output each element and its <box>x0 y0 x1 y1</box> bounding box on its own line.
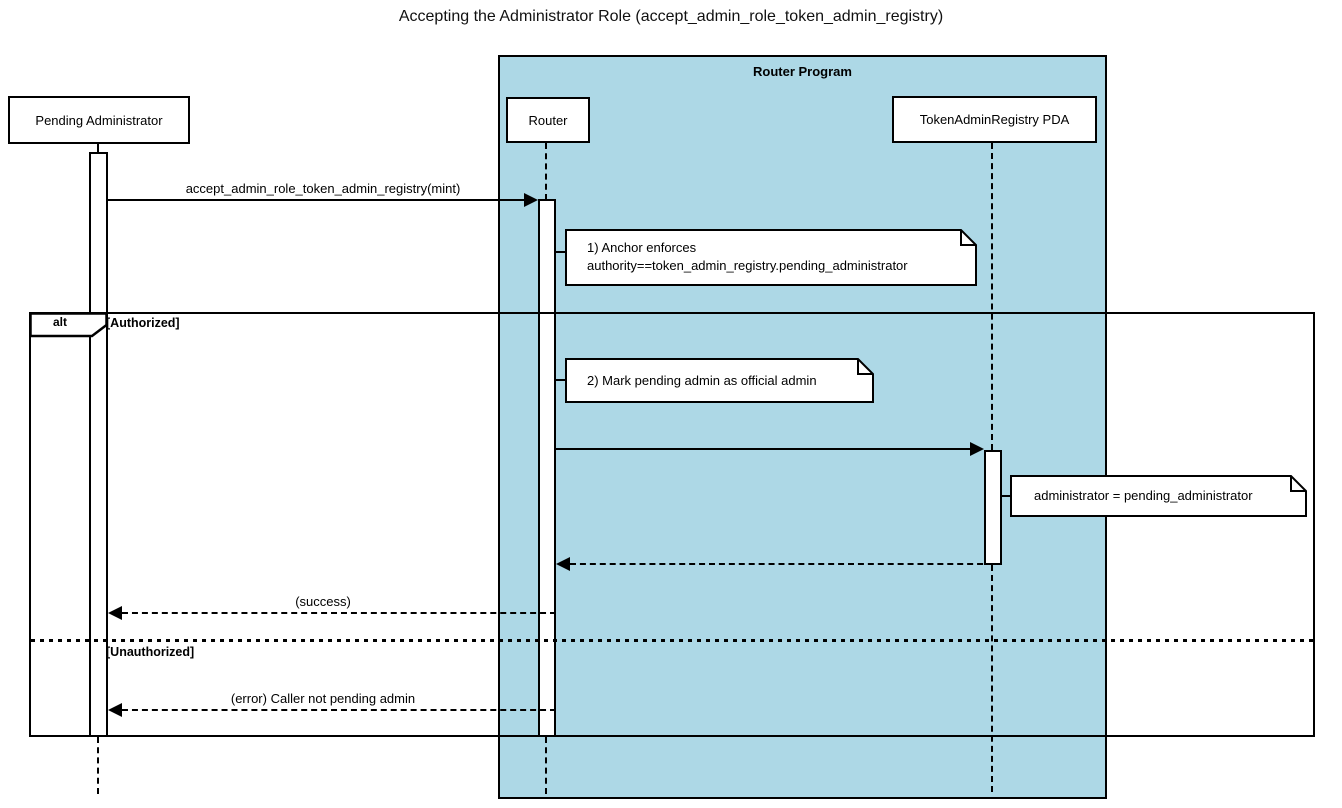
lifeline-registry-pda-lower <box>991 565 993 792</box>
lifeline-router-lower <box>545 737 547 794</box>
message-success-label: (success) <box>295 594 351 609</box>
note-shape <box>565 358 874 403</box>
activation-registry-pda <box>984 450 1002 565</box>
message-call-line <box>108 199 526 201</box>
note-mark-admin-connector <box>556 379 565 381</box>
note-shape <box>1010 475 1307 517</box>
note-mark-admin: 2) Mark pending admin as official admin <box>565 358 874 403</box>
note-set-admin-text: administrator = pending_administrator <box>1034 488 1253 503</box>
lifeline-pending-administrator-stub <box>97 144 99 152</box>
alt-frame <box>29 312 1315 737</box>
note-anchor-enforces-text: 1) Anchor enforces authority==token_admi… <box>587 240 908 273</box>
message-error-arrowhead <box>108 703 122 717</box>
participant-registry-pda-label: TokenAdminRegistry PDA <box>919 112 1070 127</box>
message-error-label: (error) Caller not pending admin <box>230 691 416 706</box>
lifeline-router-upper <box>545 143 547 200</box>
participant-router-label: Router <box>528 112 568 128</box>
router-program-label: Router Program <box>753 64 852 79</box>
participant-router: Router <box>506 97 590 143</box>
message-success-line <box>122 612 556 614</box>
participant-pending-administrator-label: Pending Administrator <box>35 112 163 128</box>
alt-divider <box>31 639 1313 642</box>
lifeline-registry-pda-upper <box>991 143 993 450</box>
note-set-admin: administrator = pending_administrator <box>1010 475 1307 517</box>
message-call-label: accept_admin_role_token_admin_registry(m… <box>185 181 461 196</box>
message-error-line <box>122 709 556 711</box>
participant-pending-administrator: Pending Administrator <box>8 96 190 144</box>
participant-registry-pda: TokenAdminRegistry PDA <box>892 96 1097 143</box>
lifeline-pending-administrator-lower <box>97 737 99 794</box>
alt-operator-pentagon <box>29 312 109 343</box>
message-router-to-pda-line <box>556 448 972 450</box>
guard-authorized: [Authorized] <box>106 316 180 330</box>
note-anchor-enforces-connector <box>556 251 565 253</box>
note-mark-admin-text: 2) Mark pending admin as official admin <box>587 373 817 388</box>
diagram-title: Accepting the Administrator Role (accept… <box>398 8 944 25</box>
note-set-admin-connector <box>1002 495 1010 497</box>
note-anchor-enforces: 1) Anchor enforces authority==token_admi… <box>565 229 977 286</box>
message-pda-return-arrowhead <box>556 557 570 571</box>
message-router-to-pda-arrowhead <box>970 442 984 456</box>
guard-unauthorized: [Unauthorized] <box>106 645 195 659</box>
message-pda-return-line <box>570 563 993 565</box>
router-program-box <box>498 55 1107 799</box>
message-success-arrowhead <box>108 606 122 620</box>
note-shape <box>565 229 977 286</box>
alt-operator-label: alt <box>52 315 67 329</box>
message-call-arrowhead <box>524 193 538 207</box>
